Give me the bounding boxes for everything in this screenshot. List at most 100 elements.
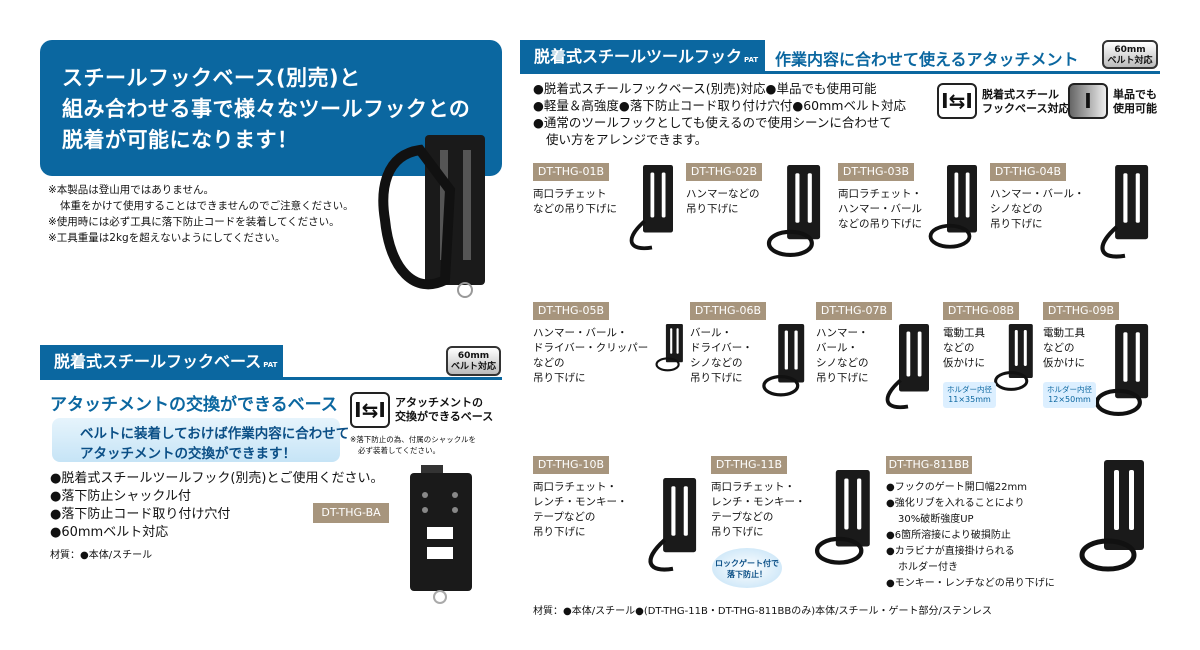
icon-label-line: 脱着式スチール <box>982 88 1059 101</box>
description-line: 仮かけに <box>1043 357 1085 369</box>
model-tag: DT-THG-05B <box>533 302 609 320</box>
description-line: 吊り下げに <box>686 203 739 215</box>
bullet: ●落下防止コード取り付け穴付 <box>50 507 231 522</box>
title-text: 脱着式スチールフックベース <box>54 352 262 371</box>
model-tag: DT-THG-11B <box>711 456 787 474</box>
product-description: ハンマーなどの吊り下げに <box>686 187 760 217</box>
product-image <box>648 478 697 572</box>
icon-label-line: 交換ができるベース <box>395 410 494 423</box>
holder-line: ホルダー内径 <box>1047 385 1092 394</box>
icon-label-line: 使用可能 <box>1113 102 1157 115</box>
product-image <box>1094 324 1149 416</box>
holder-line: 12×50mm <box>1048 395 1091 404</box>
divider <box>520 71 1160 74</box>
holder-line: ホルダー内径 <box>947 385 992 394</box>
description-line: レンチ・モンキー・ <box>711 496 806 508</box>
model-tag: DT-THG-06B <box>690 302 766 320</box>
description-line: ハンマー・バール・ <box>990 188 1085 200</box>
product-description: 両口ラチェット・ハンマー・バールなどの吊り下げに <box>838 187 922 232</box>
badge-line: ベルト対応 <box>1107 56 1153 66</box>
product-image <box>814 470 870 565</box>
description-line: 30%破断強度UP <box>898 514 974 525</box>
description-line: ハンマー・ <box>816 327 869 339</box>
badge-line: 60mm <box>1114 45 1146 55</box>
model-tag: DT-THG-02B <box>686 163 762 181</box>
pat-mark: PAT <box>263 361 278 369</box>
product-description: 両口ラチェット・レンチ・モンキー・テープなどの吊り下げに <box>711 480 806 540</box>
description-line: ●フックのゲート開口幅22mm <box>886 482 1027 493</box>
model-tag: DT-THG-04B <box>990 163 1066 181</box>
product-description: ハンマー・バール・シノなどの吊り下げに <box>816 326 869 386</box>
note: ※使用時には必ず工具に落下防止コードを装着してください。 <box>48 216 340 228</box>
description-line: ●6箇所溶接により破損防止 <box>886 530 1011 541</box>
hook-on-base-image <box>378 135 485 298</box>
hook-bullets: ●脱着式スチールフックベース(別売)対応●単品でも使用可能 ●軽量＆高強度●落下防… <box>533 80 906 148</box>
hook-material: 材質：●本体/スチール●(DT-THG-11B・DT-THG-811BBのみ)本… <box>533 606 992 617</box>
description-line: ●モンキー・レンチなどの吊り下げに <box>886 578 1055 589</box>
description-line: ●カラビナが直接掛けられる <box>886 546 1015 557</box>
model-tag: DT-THG-10B <box>533 456 609 474</box>
note: 体重をかけて使用することはできませんのでご注意ください。 <box>60 200 354 212</box>
description-line: テープなどの <box>533 511 596 523</box>
model-tag: DT-THG-BA <box>313 503 389 523</box>
caution-notes: ※本製品は登山用ではありません。 体重をかけて使用することはできませんのでご注意… <box>48 182 354 246</box>
description-line: 吊り下げに <box>816 372 869 384</box>
product-description: ハンマー・バール・ドライバー・クリッパーなどの吊り下げに <box>533 326 648 386</box>
product-image <box>1100 165 1149 259</box>
description-line: シノなどの <box>816 357 869 369</box>
hook-subtitle: 作業内容に合わせて使えるアタッチメント <box>775 50 1079 69</box>
standalone-icon: I <box>1068 83 1108 119</box>
description-line: レンチ・モンキー・ <box>533 496 628 508</box>
description-line: ハンマー・バール・ <box>533 327 628 339</box>
banner-line: スチールフックベース(別売)と <box>62 66 361 90</box>
product-description: 両口ラチェットなどの吊り下げに <box>533 187 617 217</box>
product-image <box>766 165 821 257</box>
description-line: 電動工具 <box>943 327 985 339</box>
description-line: などの <box>533 357 565 369</box>
product-description: バール・ドライバー・シノなどの吊り下げに <box>690 326 753 386</box>
model-tag: DT-THG-08B <box>943 302 1019 320</box>
description-line: などの <box>943 342 975 354</box>
material: 材質：●本体/スチール <box>50 550 153 561</box>
product-image <box>762 324 805 397</box>
product-image <box>994 324 1033 391</box>
description-line: 仮かけに <box>943 357 985 369</box>
icon-label-line: 単品でも <box>1113 88 1157 101</box>
lock-gate-callout: ロックゲート付で落下防止！ <box>712 548 782 588</box>
product-description: ●フックのゲート開口幅22mm ●強化リブを入れることにより 30%破断強度UP ●6… <box>886 480 1055 592</box>
product-image <box>928 165 977 249</box>
description-line: ハンマー・バール <box>838 203 922 215</box>
bullet: ●脱着式スチールツールフック(別売)とご使用ください。 <box>50 471 384 486</box>
product-description: 電動工具などの仮かけに <box>943 326 985 371</box>
description-line: 吊り下げに <box>533 372 586 384</box>
description-line: ドライバー・クリッパー <box>533 342 649 354</box>
callout-line: 落下防止！ <box>727 570 767 579</box>
feature-callout: ベルトに装着しておけば作業内容に合わせてアタッチメントの交換ができます！ <box>52 418 349 462</box>
badge-line: ベルト対応 <box>450 362 496 372</box>
description-line: 吊り下げに <box>690 372 743 384</box>
description-line: バール・ <box>816 342 858 354</box>
note-line: 必ず装着してください。 <box>358 446 441 455</box>
model-tag: DT-THG-811BB <box>886 456 972 474</box>
icon-label: アタッチメントの交換ができるベース <box>395 396 493 424</box>
description-line: ●強化リブを入れることにより <box>886 498 1025 509</box>
model-tag: DT-THG-07B <box>816 302 892 320</box>
banner-line: 脱着が可能になります！ <box>62 128 299 152</box>
headline-banner: スチールフックベース(別売)と 組み合わせる事で様々なツールフックとの 脱着が可… <box>40 40 502 176</box>
description-line: 両口ラチェット・ <box>533 481 617 493</box>
bullet: ●軽量＆高強度●落下防止コード取り付け穴付●60mmベルト対応 <box>533 98 906 113</box>
icon-label: 脱着式スチールフックベース対応 <box>982 88 1069 116</box>
shackle-note: ※落下防止の為、付属のシャックルを必ず装着してください。 <box>350 434 476 456</box>
model-tag: DT-THG-01B <box>533 163 609 181</box>
description-line: などの <box>1043 342 1075 354</box>
description-line: シノなどの <box>690 357 743 369</box>
description-line: 電動工具 <box>1043 327 1085 339</box>
base-subtitle: アタッチメントの交換ができるベース <box>50 395 338 415</box>
description-line: シノなどの <box>990 203 1043 215</box>
bullet: ●脱着式スチールフックベース(別売)対応●単品でも使用可能 <box>533 81 877 96</box>
